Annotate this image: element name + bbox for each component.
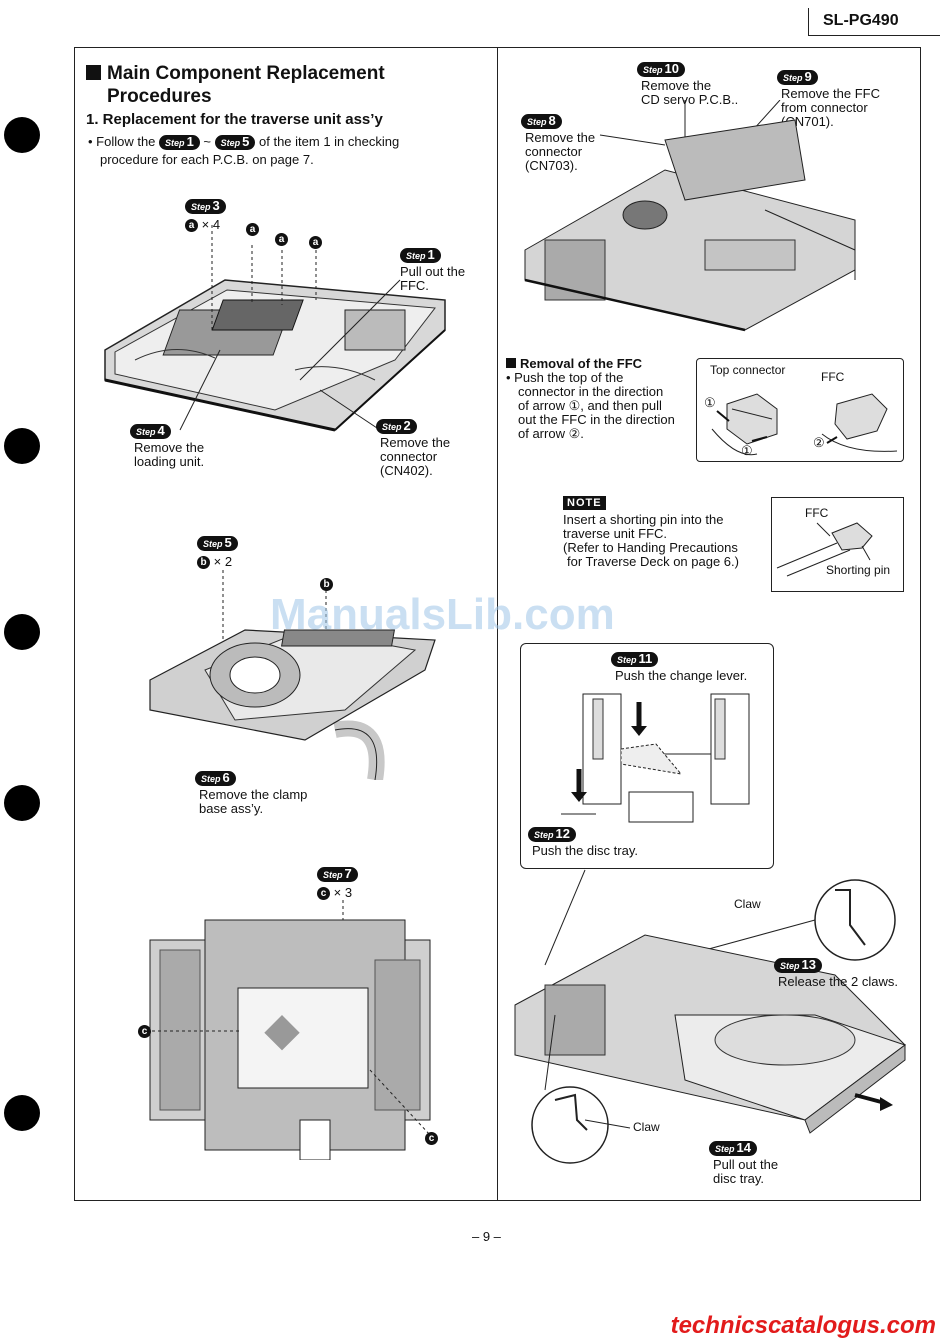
section-subtitle: 1. Replacement for the traverse unit ass… xyxy=(86,111,383,128)
screw-a-icon: a xyxy=(309,236,322,249)
disc-tray-illustration xyxy=(514,869,907,1164)
column-divider xyxy=(497,47,498,1201)
screw-c-icon: c xyxy=(317,887,330,901)
clamp-base-illustration xyxy=(149,570,436,780)
binder-hole xyxy=(4,428,40,464)
model-number: SL-PG490 xyxy=(808,8,940,36)
ffc-removal-text: Removal of the FFC • Push the top of the… xyxy=(506,356,675,441)
screw-guide-lines xyxy=(211,225,317,330)
title-bullet-icon xyxy=(86,65,101,80)
section-title: Main Component Replacement Procedures xyxy=(86,62,385,108)
claw-label-top: Claw xyxy=(734,897,761,911)
binder-hole xyxy=(4,785,40,821)
screw-a-icon: a xyxy=(275,233,288,246)
watermark: ManualsLib.com xyxy=(270,590,615,639)
screw-c-icon: c xyxy=(425,1132,438,1145)
claw-label-bottom: Claw xyxy=(633,1120,660,1134)
traverse-board-illustration xyxy=(149,900,431,1160)
binder-hole xyxy=(4,117,40,153)
binder-hole xyxy=(4,1095,40,1131)
note-text: NOTE Insert a shorting pin into the trav… xyxy=(563,496,739,569)
binder-hole xyxy=(4,614,40,650)
ffc-bullet-icon xyxy=(506,358,516,368)
cd-servo-illustration xyxy=(524,100,856,332)
ffc-diagram-box: Top connector FFC ① ① ② xyxy=(696,358,904,462)
screw-c-icon: c xyxy=(138,1025,151,1038)
screw-b-icon: b xyxy=(197,556,210,570)
page-number: – 9 – xyxy=(472,1229,501,1244)
change-lever-drawing xyxy=(561,693,750,823)
footer-link[interactable]: technicscatalogus.com xyxy=(670,1312,936,1339)
shorting-pin-drawing xyxy=(776,522,873,577)
screw-a-icon: a xyxy=(185,219,198,233)
chassis-illustration xyxy=(104,279,446,432)
note-badge: NOTE xyxy=(563,496,606,510)
leader-lines xyxy=(179,279,401,431)
shorting-pin-box: FFC Shorting pin xyxy=(771,497,904,592)
ffc-connector-drawing xyxy=(711,393,898,456)
screw-a-icon: a xyxy=(246,223,259,236)
screw-b-icon: b xyxy=(320,578,333,591)
